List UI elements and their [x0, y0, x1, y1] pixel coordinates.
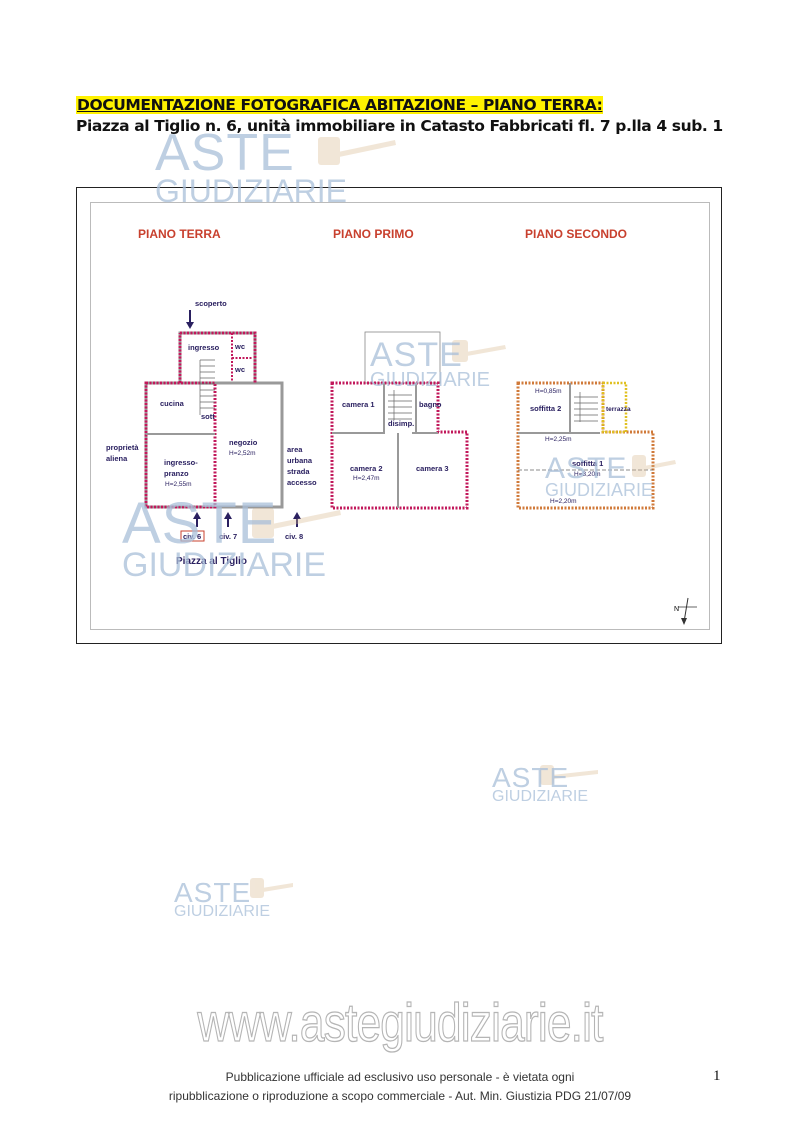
label-sott: sott — [201, 412, 215, 421]
label-civ-6: civ. 6 — [183, 532, 201, 541]
label-piazza-al-tiglio: Piazza al Tiglio — [176, 556, 247, 567]
label-camera-2: camera 2 — [350, 464, 383, 473]
document-subtitle: Piazza al Tiglio n. 6, unità immobiliare… — [76, 117, 723, 135]
label-wc-1: wc — [234, 342, 245, 351]
label-soffitta-1: soffitta 1 — [572, 459, 603, 468]
label-bagno: bagno — [419, 400, 442, 409]
label-urbana: urbana — [287, 456, 313, 465]
label-negozio-height: H=2,52m — [229, 450, 256, 457]
label-area: area — [287, 445, 303, 454]
label-ingresso-pranzo-2: pranzo — [164, 469, 189, 478]
label-soffitta-2: soffitta 2 — [530, 404, 561, 413]
page-number: 1 — [713, 1068, 721, 1084]
label-h-085: H=0,85m — [535, 388, 562, 395]
label-ingresso-pranzo-1: ingresso- — [164, 458, 198, 467]
label-camera-2-height: H=2,47m — [353, 475, 380, 482]
label-terrazza: terrazza — [606, 406, 631, 413]
label-proprieta: proprietà — [106, 443, 139, 452]
label-disimp: disimp. — [388, 419, 414, 428]
floor-title-second: PIANO SECONDO — [525, 227, 627, 241]
floor-plan-inner-border — [90, 202, 710, 630]
floor-title-ground: PIANO TERRA — [138, 227, 221, 241]
label-camera-1: camera 1 — [342, 400, 375, 409]
label-ingresso: ingresso — [188, 343, 220, 352]
label-strada: strada — [287, 467, 310, 476]
label-pranzo-height: H=2,55m — [165, 481, 192, 488]
label-h-220: H=2,20m — [550, 498, 577, 505]
label-h-225: H=2,25m — [545, 436, 572, 443]
floor-title-first: PIANO PRIMO — [333, 227, 414, 241]
label-cucina: cucina — [160, 399, 185, 408]
north-label: N — [674, 606, 679, 613]
document-title: DOCUMENTAZIONE FOTOGRAFICA ABITAZIONE – … — [76, 96, 604, 114]
floor-plan-frame — [76, 187, 722, 644]
first-floor-plan — [330, 331, 469, 510]
gavel-watermark-icon — [250, 137, 676, 898]
label-scoperto: scoperto — [195, 299, 227, 308]
label-accesso: accesso — [287, 478, 317, 487]
ground-floor-plan — [144, 310, 301, 542]
label-aliena: aliena — [106, 454, 128, 463]
label-wc-2: wc — [234, 365, 245, 374]
second-floor-plan — [516, 381, 655, 510]
label-civ-8: civ. 8 — [285, 532, 303, 541]
watermark-site-url: www.astegiudiziarie.it — [197, 992, 604, 1053]
footer-line-1: Pubblicazione ufficiale ad esclusivo uso… — [225, 1070, 575, 1084]
label-camera-3: camera 3 — [416, 464, 449, 473]
label-h-320: H=3,20m — [574, 471, 601, 478]
label-negozio: negozio — [229, 438, 258, 447]
footer-line-2: ripubblicazione o riproduzione a scopo c… — [168, 1089, 632, 1103]
label-civ-7: civ. 7 — [219, 532, 237, 541]
north-arrow-icon — [678, 597, 697, 625]
